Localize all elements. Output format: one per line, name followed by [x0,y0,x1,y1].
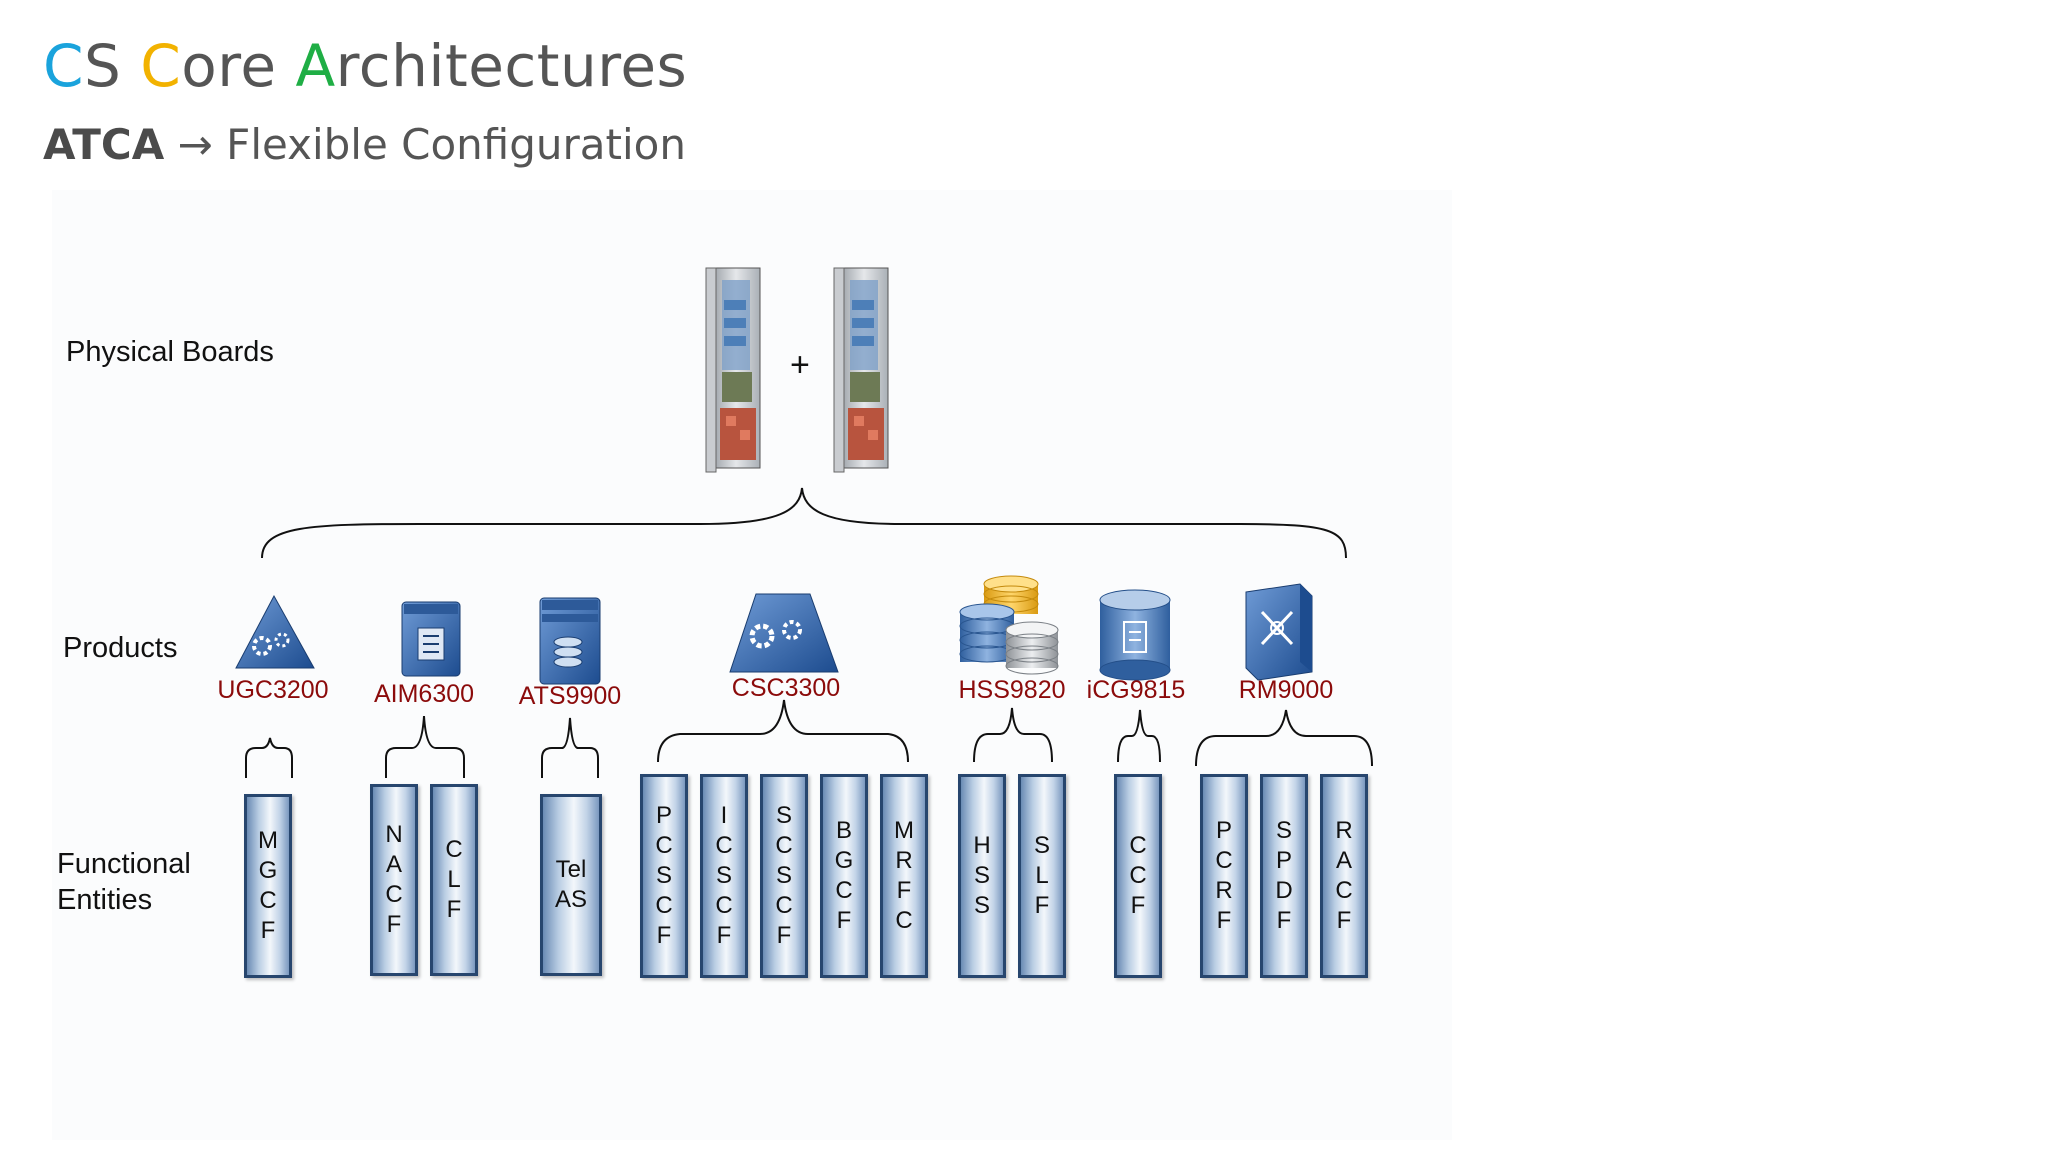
title-core-rest: ore [181,32,296,100]
fe-box-racf: R A C F [1320,774,1368,978]
gear-trapezoid-icon [729,593,839,673]
fe-label: S P D F [1275,817,1293,934]
fe-label: M G C F [258,827,278,944]
physical-board-icon [705,267,761,473]
product-csc3300: CSC3300 [731,674,841,702]
server-document-icon [401,601,461,677]
product-ugc3200: UGC3200 [217,676,329,704]
database-stack-icon [959,575,1059,675]
small-braces [245,699,1373,778]
fe-label: N A C F [385,821,403,938]
title-core-c: C [140,32,182,100]
fe-box-scscf: S C S C F [760,774,808,978]
arrow-right-icon: → [177,120,213,169]
fe-label: C C F [1129,832,1147,919]
fe-label: P C S C F [655,802,673,949]
fe-label: S L F [1033,832,1050,919]
fe-box-mrfc: M R F C [880,774,928,978]
label-physical-boards: Physical Boards [66,336,274,368]
fe-label: I C S C F [715,802,733,949]
fe-box-icscf: I C S C F [700,774,748,978]
subtitle-text: Flexible Configuration [226,120,686,169]
router-box-icon [1245,583,1313,681]
product-icg9815: iCG9815 [1086,676,1186,704]
fe-label: P C R F [1215,817,1233,934]
fe-label: M R F C [894,817,914,934]
fe-box-nacf: N A C F [370,784,418,976]
fe-box-ccf: C C F [1114,774,1162,978]
title-cs-c: C [43,32,84,100]
board-to-products-brace [261,487,1347,559]
product-hss9820: HSS9820 [958,676,1066,704]
fe-label: S C S C F [775,802,793,949]
physical-board-icon [833,267,889,473]
fe-box-bgcf: B G C F [820,774,868,978]
label-functional-line2: Entities [57,884,153,916]
database-document-icon [1099,589,1171,681]
label-products: Products [63,632,178,664]
product-ats9900: ATS9900 [518,682,622,710]
title-arch-rest: rchitectures [335,32,688,100]
plus-sign: + [790,346,810,384]
product-rm9000: RM9000 [1238,676,1334,704]
title-cs-s: S [84,32,141,100]
slide-title: CS Core Architectures [43,32,687,100]
fe-label: Tel AS [554,856,587,913]
subtitle-atca: ATCA [43,120,165,169]
server-database-icon [539,597,601,685]
fe-box-mgcf: M G C F [244,794,292,978]
fe-label: B G C F [834,817,854,934]
fe-box-hss: H S S [958,774,1006,978]
gear-triangle-icon [235,594,315,669]
fe-box-pcrf: P C R F [1200,774,1248,978]
slide-subtitle: ATCA → Flexible Configuration [43,120,686,169]
fe-box-pcscf: P C S C F [640,774,688,978]
fe-box-slf: S L F [1018,774,1066,978]
title-arch-a: A [295,32,336,100]
fe-label: H S S [973,832,991,919]
fe-box-clf: C L F [430,784,478,976]
fe-label: R A C F [1335,817,1353,934]
label-functional-line1: Functional [57,848,191,880]
fe-label: C L F [445,836,463,923]
fe-box-spdf: S P D F [1260,774,1308,978]
fe-box-tel-as: Tel AS [540,794,602,976]
product-aim6300: AIM6300 [373,680,475,708]
